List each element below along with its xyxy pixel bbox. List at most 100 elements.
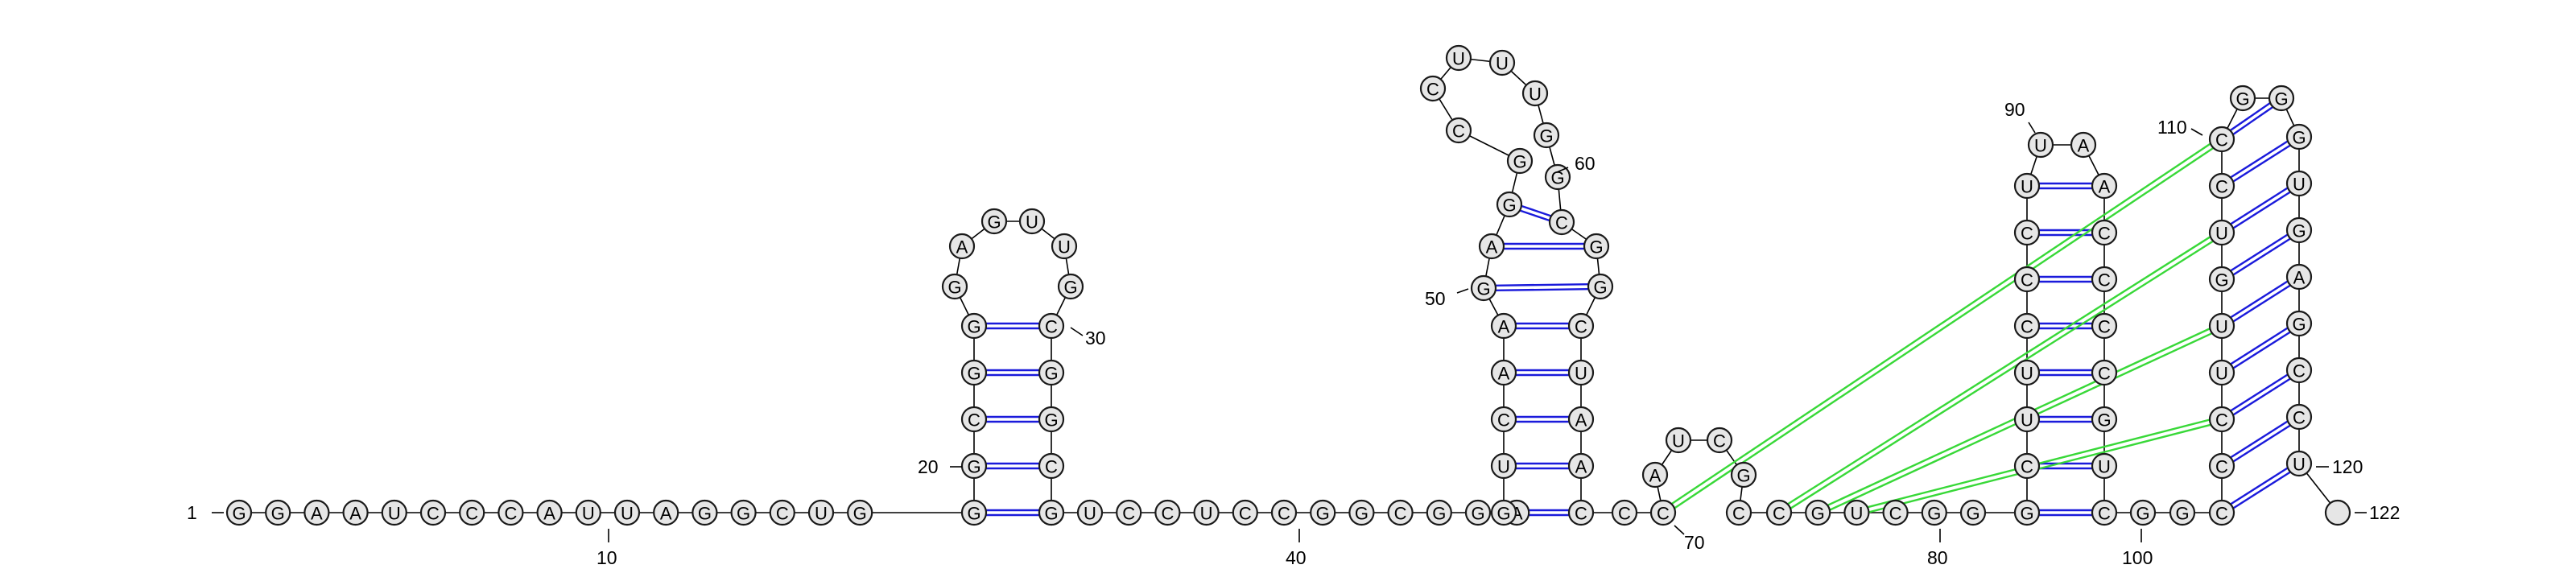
nucleotide-letter: G	[1513, 152, 1526, 172]
nucleotide-circle	[1154, 499, 1181, 526]
position-label-layer: 1 10 20 30 40 50 60 70 80 90 100 110	[187, 99, 2400, 568]
nucleotide-letter: G	[1550, 168, 1564, 188]
nucleotide: G	[1730, 461, 1757, 488]
nucleotide-letter: U	[1497, 457, 1510, 477]
nucleotide-letter: C	[2098, 504, 2111, 524]
nucleotide: C	[1706, 427, 1733, 454]
nucleotide: U	[2285, 450, 2313, 477]
base-pair-line	[2232, 284, 2291, 323]
nucleotide-letter: A	[311, 504, 323, 524]
nucleotide-circle	[2013, 359, 2041, 386]
nucleotide-circle	[807, 499, 835, 526]
nucleotide: C	[2285, 403, 2313, 431]
nucleotide-circle	[2285, 310, 2313, 337]
base-pair-line	[1496, 288, 1589, 291]
nucleotide-circle	[575, 499, 601, 526]
label-10: 10	[597, 547, 617, 568]
nucleotide-letter: U	[2215, 317, 2228, 337]
label-70: 70	[1684, 532, 1705, 553]
nucleotide-circle	[960, 406, 988, 433]
nucleotide-letter: C	[2098, 270, 2111, 291]
nucleotide: G	[1587, 273, 1614, 300]
nucleotide-letter: C	[2215, 130, 2228, 150]
label-50-tick	[1456, 288, 1469, 294]
nucleotide-circle	[1116, 499, 1142, 526]
nucleotide-circle	[2208, 266, 2235, 293]
nucleotide-letter: U	[1575, 364, 1587, 384]
nucleotide-letter: U	[815, 504, 828, 524]
nucleotide-circle	[2013, 499, 2041, 526]
nucleotide-letter: G	[1044, 410, 1058, 431]
nucleotide-letter: G	[1502, 196, 1516, 216]
nucleotide: C	[1725, 499, 1752, 526]
base-pair-line	[2230, 420, 2289, 459]
nucleotide-circle	[1567, 359, 1595, 386]
nucleotide: U	[1567, 359, 1595, 386]
pseudoknot-layer	[1671, 142, 2214, 513]
nucleotide-circle	[342, 499, 369, 526]
nucleotide-circle	[960, 452, 988, 480]
nucleotide-circle	[2208, 219, 2235, 246]
nucleotide-circle	[2013, 406, 2041, 433]
nucleotide-letter: C	[2215, 177, 2228, 197]
base-pair-line	[2230, 233, 2289, 272]
nucleotide: U	[1051, 233, 1078, 260]
nucleotide-letter: U	[1058, 237, 1071, 258]
nucleotide: C	[2208, 406, 2235, 433]
nucleotide-circle	[1057, 273, 1084, 300]
nucleotide: C	[2013, 266, 2041, 293]
nucleotide-circle	[1470, 274, 1497, 302]
nucleotide: G	[2169, 499, 2196, 526]
nucleotide-letter: U	[2293, 175, 2306, 195]
nucleotide-circle	[2208, 452, 2235, 480]
nucleotide-letter: C	[2293, 408, 2306, 428]
nucleotide: A	[948, 233, 976, 260]
nucleotide-circle	[769, 499, 795, 526]
nucleotide: G	[1959, 499, 1987, 526]
nucleotide: C	[1882, 499, 1909, 526]
nucleotide: C	[2013, 219, 2041, 246]
nucleotide-letter: C	[465, 504, 478, 524]
nucleotide-circle	[1921, 499, 1947, 526]
pseudoknot-pair-line	[1790, 240, 2214, 509]
nucleotide-circle	[1193, 499, 1220, 526]
nucleotide-circle	[941, 273, 968, 300]
nucleotide-letter: G	[271, 504, 285, 524]
nucleotide-letter: U	[1084, 504, 1096, 524]
nucleotide-circle	[691, 499, 718, 526]
nucleotide: G	[1348, 499, 1375, 526]
nucleotide: G	[960, 312, 988, 340]
nucleotide-circle	[2208, 126, 2235, 153]
nucleotide: C	[1765, 499, 1793, 526]
nucleotide: G	[1490, 499, 1517, 526]
base-pair-line	[1519, 209, 1550, 222]
nucleotide-circle	[2208, 406, 2235, 433]
nucleotide-circle	[1805, 499, 1831, 526]
nucleotide-letter: C	[2215, 410, 2228, 431]
nucleotide-letter: A	[1498, 364, 1510, 384]
base-pair-line	[2232, 471, 2291, 509]
nucleotide: C	[2208, 126, 2235, 153]
nucleotide-letter: G	[2292, 128, 2306, 148]
nucleotide-circle	[2208, 312, 2235, 340]
nucleotide: G	[1506, 147, 1534, 175]
label-80: 80	[1927, 547, 1948, 568]
label-120: 120	[2332, 456, 2363, 477]
nucleotide: U	[1445, 44, 1472, 72]
nucleotide-layer: GGAAUCCCAUUAGGCUGGGCGGGAGUUGCGGCCGUCCUCC…	[225, 44, 2351, 526]
nucleotide-circle	[1348, 499, 1375, 526]
base-pair-line	[2232, 424, 2291, 463]
nucleotide-letter: G	[967, 504, 980, 524]
nucleotide-letter: C	[2021, 317, 2033, 337]
base-pair-line	[2230, 280, 2289, 319]
nucleotide-circle	[1730, 461, 1757, 488]
nucleotide-letter: U	[1200, 504, 1213, 524]
nucleotide-circle	[1038, 452, 1065, 480]
nucleotide-letter: C	[1045, 317, 1058, 337]
nucleotide-letter: A	[956, 237, 968, 258]
nucleotide-letter: G	[853, 504, 867, 524]
nucleotide-letter: C	[1575, 504, 1587, 524]
nucleotide-circle	[1490, 499, 1517, 526]
nucleotide-circle	[2091, 452, 2118, 480]
